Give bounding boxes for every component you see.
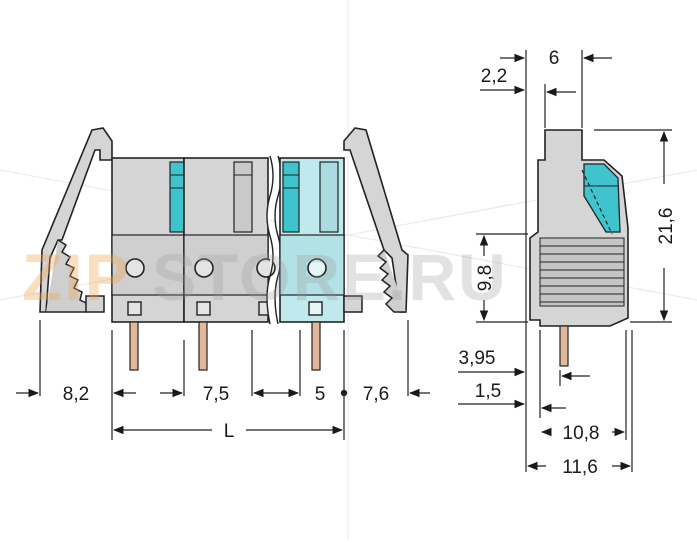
right-lever — [343, 127, 409, 313]
svg-text:ZIP: ZIP — [22, 240, 131, 314]
side-top-dimensions — [480, 53, 612, 97]
side-extension-lines — [476, 50, 672, 472]
housing-module-2 — [183, 157, 276, 371]
dim-width-inner: 10,8 — [563, 423, 600, 444]
front-view: 8,2 7,5 5 7,6 L — [16, 127, 430, 442]
dim-mid-height: 9,8 — [475, 265, 496, 291]
dim-height: 21,6 — [656, 208, 677, 245]
dim-top-offset: 2,2 — [481, 66, 507, 87]
front-extension-lines — [39, 320, 409, 440]
side-view: 2,2 6 21,6 9,8 3,95 1,5 10,8 — [458, 48, 677, 478]
left-lever — [39, 127, 113, 313]
dim-pin-offset-b: 1,5 — [475, 381, 501, 402]
break-line — [266, 155, 274, 325]
side-pin-dimensions — [458, 367, 590, 413]
dim-last-pitch: 5 — [315, 384, 326, 405]
dim-pin-offset-a: 3,95 — [459, 348, 496, 369]
housing-module-3 — [279, 157, 345, 371]
dim-top-width: 6 — [549, 48, 560, 69]
grip-ribs — [539, 237, 625, 307]
dim-width-outer: 11,6 — [562, 457, 598, 478]
watermark-logo: ZIP STORE.RU — [22, 240, 508, 314]
side-pin — [559, 325, 569, 367]
dim-pitch: 7,5 — [203, 384, 229, 405]
dim-right-offset: 7,6 — [363, 384, 389, 405]
svg-text:STORE.RU: STORE.RU — [152, 240, 508, 314]
front-dimension-row — [16, 388, 430, 398]
dim-lever-offset: 8,2 — [63, 384, 89, 405]
dim-total-length: L — [224, 421, 235, 442]
